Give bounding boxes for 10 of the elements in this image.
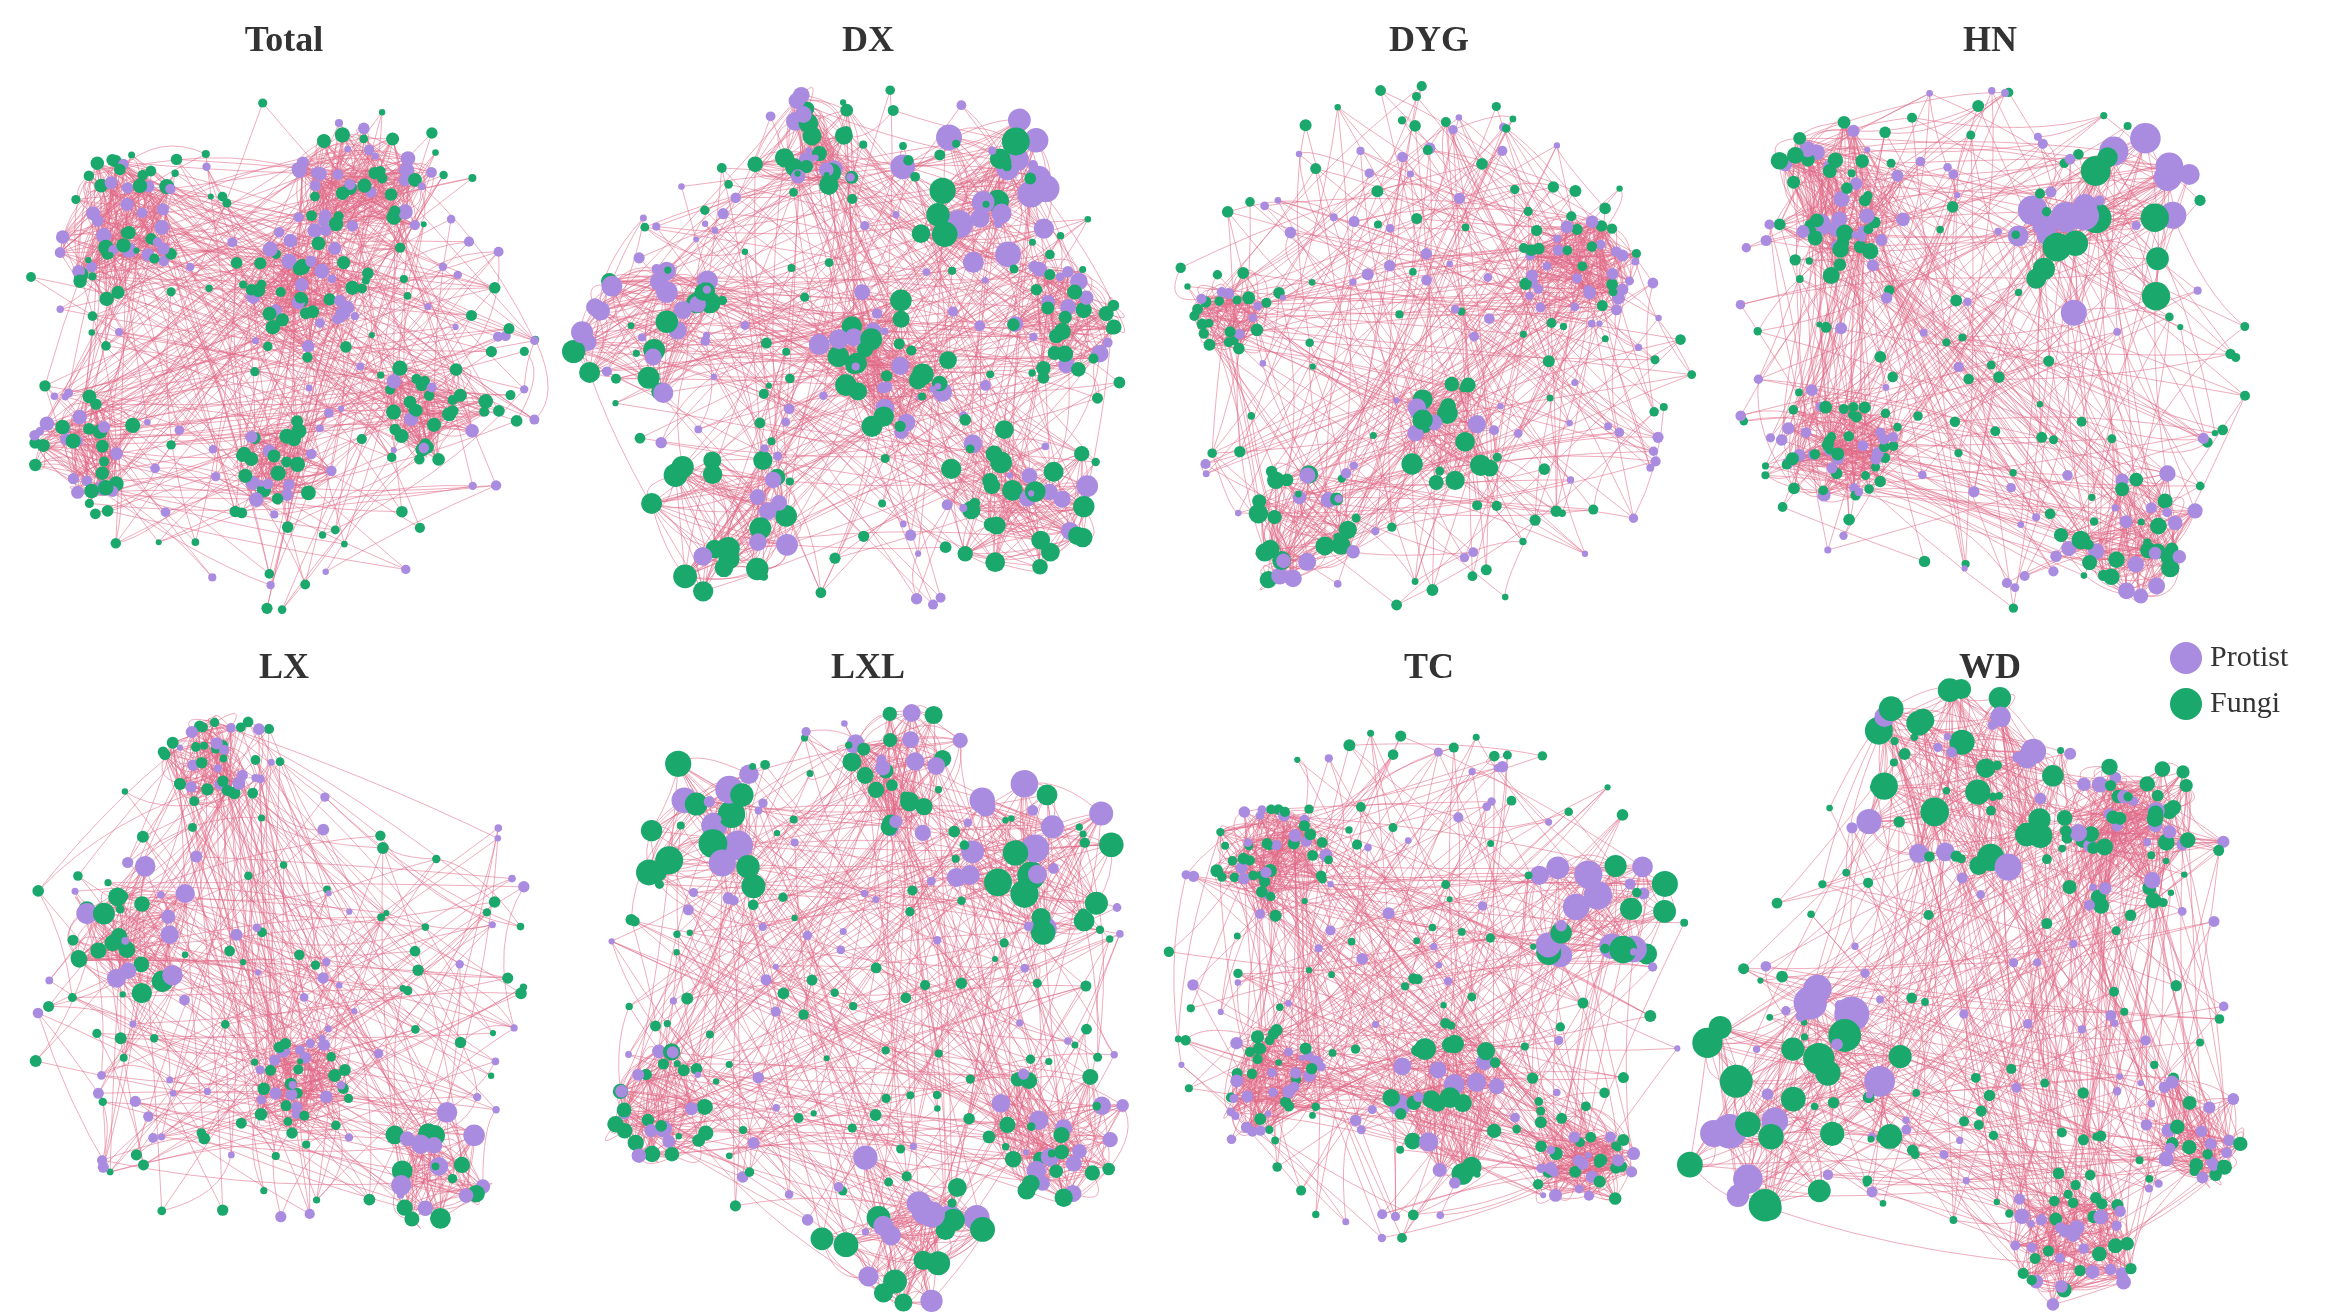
- panel-title: DYG: [1389, 18, 1469, 60]
- panel-title: LXL: [831, 645, 905, 687]
- panel-title: TC: [1404, 645, 1454, 687]
- legend-label: Fungi: [2210, 685, 2281, 719]
- panel-title: HN: [1963, 18, 2017, 60]
- panel-title: WD: [1959, 645, 2021, 687]
- panel-title: DX: [842, 18, 894, 60]
- legend-label: Protist: [2210, 639, 2289, 673]
- panel-title: Total: [244, 18, 324, 60]
- panel-title: LX: [259, 645, 309, 687]
